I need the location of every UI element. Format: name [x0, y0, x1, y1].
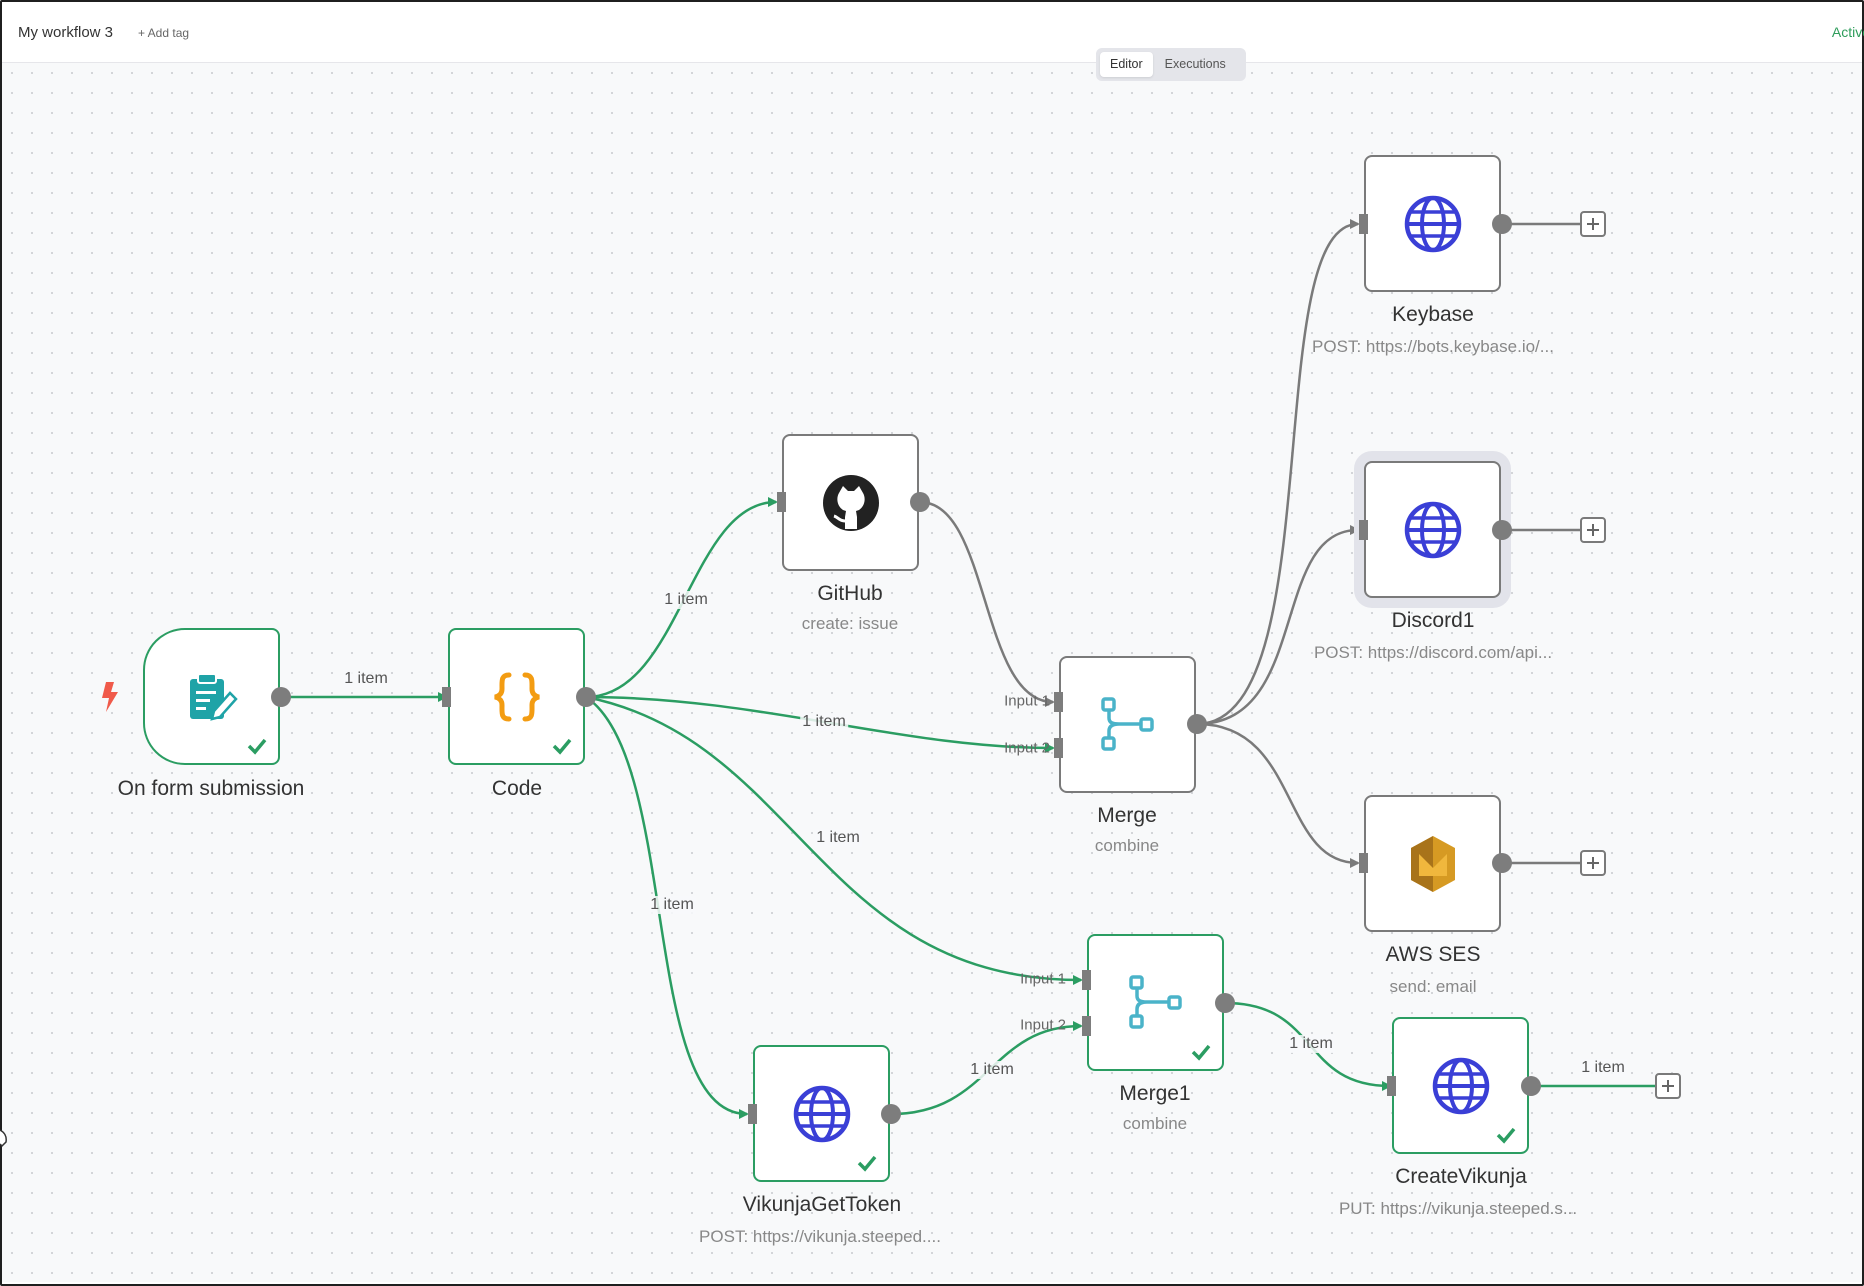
output-handle: [271, 687, 291, 707]
output-handle: [1492, 214, 1512, 234]
edge-merge-keybase: [1196, 219, 1360, 726]
node-discord1[interactable]: [1364, 461, 1501, 598]
add-node-button[interactable]: [1655, 1073, 1681, 1099]
edge-merge-discord: [1196, 525, 1360, 726]
node-vikunja-get-token[interactable]: [753, 1045, 890, 1182]
form-icon: [189, 672, 238, 721]
input-handle: [1387, 1076, 1396, 1096]
output-handle: [910, 492, 930, 512]
node-label: CreateVikunja: [1395, 1165, 1527, 1188]
edge-label: 1 item: [342, 670, 390, 688]
code-braces-icon: [493, 672, 540, 721]
node-subtitle: PUT: https://vikunja.steeped.s...: [1338, 1199, 1578, 1218]
success-check-icon: [247, 738, 267, 755]
node-label: Discord1: [1391, 609, 1475, 632]
node-subtitle: combine: [1094, 836, 1160, 855]
add-node-button[interactable]: [1580, 850, 1606, 876]
plus-icon: [1662, 1080, 1674, 1092]
node-code[interactable]: [448, 628, 585, 765]
input-label: Input 1: [1020, 970, 1066, 988]
success-check-icon: [552, 738, 572, 755]
node-keybase[interactable]: [1364, 155, 1501, 292]
success-check-icon: [857, 1155, 877, 1172]
plus-icon: [1587, 857, 1599, 869]
input-handle: [748, 1104, 757, 1124]
node-label: Merge: [1097, 804, 1157, 827]
node-subtitle: send: email: [1389, 977, 1477, 996]
output-handle: [1492, 853, 1512, 873]
edge-github-merge: [919, 500, 1055, 707]
input-handle: [1359, 214, 1368, 234]
node-label: On form submission: [117, 777, 305, 800]
output-handle: [576, 687, 596, 707]
add-node-button[interactable]: [1580, 211, 1606, 237]
edge-label: 1 item: [648, 896, 696, 914]
node-label: AWS SES: [1385, 943, 1481, 966]
globe-icon: [1404, 501, 1461, 558]
node-label: Code: [491, 777, 543, 800]
edge-label: 1 item: [1287, 1035, 1335, 1053]
plus-icon: [1587, 524, 1599, 536]
node-subtitle: POST: https://bots.keybase.io/...: [1312, 337, 1554, 356]
trigger-bolt-icon: [102, 682, 118, 712]
top-bar: My workflow 3 + Add tag Active: [2, 2, 1864, 63]
input-label: Input 1: [1004, 692, 1050, 710]
workflow-title[interactable]: My workflow 3: [18, 24, 114, 41]
node-subtitle: create: issue: [801, 614, 899, 633]
tab-editor[interactable]: Editor: [1100, 52, 1153, 77]
output-handle: [1187, 714, 1207, 734]
input-handle: [777, 492, 786, 512]
node-subtitle: POST: https://discord.com/api...: [1313, 643, 1553, 662]
tab-executions[interactable]: Executions: [1164, 57, 1226, 71]
edge-label: 1 item: [1579, 1059, 1627, 1077]
input-handle: [1082, 970, 1091, 990]
output-handle: [1521, 1076, 1541, 1096]
mouse-pointer-icon: [0, 1129, 7, 1148]
node-label: GitHub: [817, 582, 883, 605]
input-label: Input 2: [1004, 739, 1050, 757]
node-label: Keybase: [1392, 303, 1474, 326]
output-handle: [1492, 520, 1512, 540]
output-handle: [881, 1104, 901, 1124]
github-icon: [822, 474, 879, 531]
edge-label: 1 item: [800, 713, 848, 731]
add-tag-button[interactable]: + Add tag: [138, 26, 190, 40]
success-check-icon: [1496, 1127, 1516, 1144]
edge-code-vikunja: [585, 695, 749, 1119]
edge-label: 1 item: [968, 1061, 1016, 1079]
workflow-canvas[interactable]: [2, 63, 1862, 1282]
globe-icon: [1404, 195, 1461, 252]
output-handle: [1215, 993, 1235, 1013]
plus-icon: [1587, 218, 1599, 230]
node-label: Merge1: [1119, 1082, 1191, 1105]
merge-icon: [1100, 696, 1154, 751]
merge-icon: [1128, 974, 1182, 1029]
edge-code-merge1: [585, 695, 1083, 985]
aws-ses-icon: [1410, 835, 1455, 892]
input-handle: [442, 687, 451, 707]
globe-icon: [793, 1085, 850, 1142]
input-label: Input 2: [1020, 1016, 1066, 1034]
active-status-label[interactable]: Active: [1831, 24, 1864, 40]
node-subtitle: combine: [1122, 1114, 1188, 1133]
node-label: VikunjaGetToken: [742, 1193, 902, 1216]
globe-icon: [1432, 1057, 1489, 1114]
input-handle: [1082, 1016, 1091, 1036]
node-merge1[interactable]: [1087, 934, 1224, 1071]
view-tabs: Editor Executions: [1096, 48, 1246, 81]
edge-merge-awsses: [1196, 722, 1360, 868]
input-handle: [1054, 692, 1063, 712]
edge-label: 1 item: [814, 829, 862, 847]
input-handle: [1054, 738, 1063, 758]
input-handle: [1359, 520, 1368, 540]
node-subtitle: POST: https://vikunja.steeped....: [699, 1227, 941, 1246]
node-github[interactable]: [782, 434, 919, 571]
success-check-icon: [1191, 1044, 1211, 1061]
add-node-button[interactable]: [1580, 517, 1606, 543]
input-handle: [1359, 853, 1368, 873]
node-on-form-submission[interactable]: [143, 628, 280, 765]
edge-label: 1 item: [662, 591, 710, 609]
